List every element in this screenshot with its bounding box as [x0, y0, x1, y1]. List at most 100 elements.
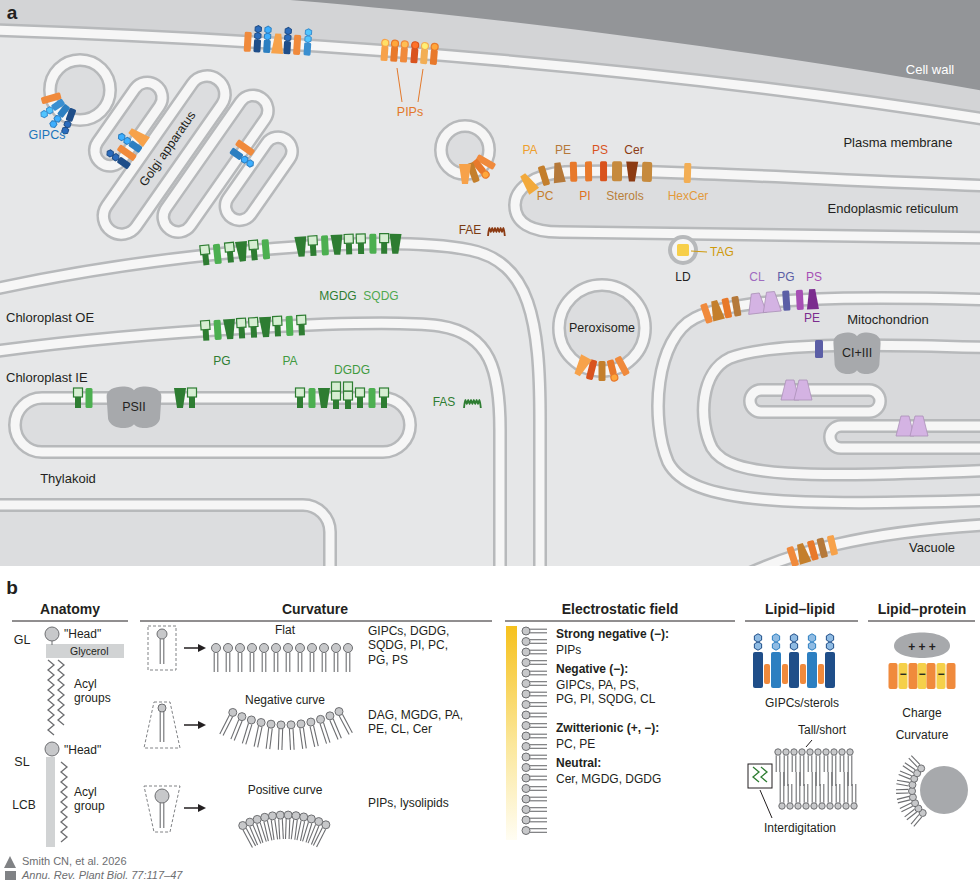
lipid-icon: [522, 669, 547, 677]
drawing-part: [160, 639, 161, 664]
lipid-icon: [910, 416, 928, 436]
drawing-part: [803, 803, 809, 809]
drawing-part: [600, 161, 607, 181]
drawing-part: [358, 243, 364, 254]
drawing-part: [897, 796, 909, 799]
drawing-part: [522, 648, 530, 656]
drawing-part: [851, 803, 857, 809]
drawing-part: [401, 41, 409, 49]
leader-line: [397, 68, 423, 102]
drawing-part: [530, 821, 547, 822]
label: Chloroplast OE: [6, 310, 94, 326]
drawing-part: [39, 110, 48, 119]
lipid-icon: [213, 320, 221, 340]
lipid-icon: [390, 40, 399, 62]
lipid-icon: [791, 749, 797, 772]
vacuole-lumen: [700, 524, 980, 566]
drawing-part: [275, 820, 278, 840]
drawing-part: [530, 776, 547, 777]
drawing-part: [522, 743, 530, 751]
drawing-part: [265, 653, 266, 673]
lipid-icon: [586, 359, 598, 380]
drawing-part: [459, 164, 471, 184]
drawing-part: [289, 653, 290, 673]
sterol-icon: [764, 664, 770, 684]
drawing-part: [300, 728, 303, 749]
lipid-icon: [522, 785, 547, 793]
drawing-part: [301, 653, 302, 673]
drawing-part: [530, 769, 547, 770]
lipid-icon: [224, 644, 233, 673]
label: PG: [213, 354, 230, 368]
drawing-part: [357, 397, 363, 408]
lipid-icon: [220, 708, 237, 735]
label: MGDG: [319, 289, 356, 303]
label: GIPCs, DGDG, SQDG, PI, PC, PG, PS: [368, 624, 468, 667]
drawing-part: [795, 755, 796, 772]
lipid-icon: [909, 756, 925, 772]
drawing-part: [265, 26, 272, 34]
lipid-icon: [284, 644, 293, 673]
lipid-icon: [927, 663, 936, 689]
arrowhead: [198, 721, 206, 729]
drawing-part: [292, 812, 300, 820]
drawing-part: [753, 652, 763, 688]
drawing-part: [41, 92, 62, 104]
drawing-part: [851, 755, 852, 786]
drawing-part: [244, 32, 252, 52]
drawing-part: [294, 236, 307, 257]
drawing-part: [239, 327, 246, 338]
drawing-part: [212, 644, 221, 653]
drawing-part: [823, 749, 829, 755]
drawing-part: [286, 653, 287, 673]
drawing-part: [530, 723, 547, 724]
drawing-part: [283, 41, 291, 54]
drawing-part: [522, 753, 530, 761]
label: DAG, MGDG, PA, PE, CL, Cer: [368, 708, 468, 737]
drawing-part: [918, 765, 925, 772]
label: SL: [14, 755, 29, 770]
node-text: Peroxisome: [569, 321, 635, 336]
label: GIPCs: [29, 128, 66, 143]
drawing-part: [789, 652, 799, 688]
drawing-part: [522, 806, 530, 814]
lipid-icon: [344, 644, 353, 673]
drawing-part: [772, 642, 779, 650]
lipid-icon: [380, 234, 389, 254]
drawing-part: [339, 716, 349, 735]
lipid-icon: [787, 784, 793, 809]
drawing-part: [325, 653, 326, 673]
drawing-part: [235, 139, 255, 156]
lipid-icon: [235, 241, 249, 262]
drawing-part: [261, 813, 269, 821]
label: Charge: [902, 706, 941, 720]
arrowhead: [198, 644, 206, 652]
drawing-part: [253, 39, 261, 52]
drawing-part: [297, 397, 303, 408]
drawing-part: [346, 653, 347, 673]
lipid-icon: [286, 316, 294, 336]
drawing-part: [839, 784, 840, 803]
label: LCB: [12, 798, 35, 812]
drawing-part: [310, 245, 317, 256]
drawing-part: [530, 629, 547, 630]
label: Acyl groups: [74, 677, 124, 706]
drawing-part: [285, 27, 292, 35]
drawing-part: [163, 639, 164, 664]
acyl-chain: [48, 660, 54, 735]
drawing-part: [911, 756, 920, 765]
membrane-core: [515, 171, 980, 238]
drawing-part: [530, 755, 547, 756]
head-group: [45, 742, 59, 756]
membrane-core: [0, 30, 980, 120]
drawing-part: [257, 718, 265, 726]
node-label-box: PSII: [98, 383, 170, 431]
membrane-core: [15, 398, 410, 452]
lipid-icon: [262, 239, 271, 260]
membrane-core: [559, 285, 645, 371]
drawing-part: [163, 803, 164, 828]
drawing-part: [400, 47, 408, 62]
drawing-part: [807, 652, 817, 688]
drawing-part: [848, 755, 849, 786]
drawing-part: [224, 644, 233, 653]
